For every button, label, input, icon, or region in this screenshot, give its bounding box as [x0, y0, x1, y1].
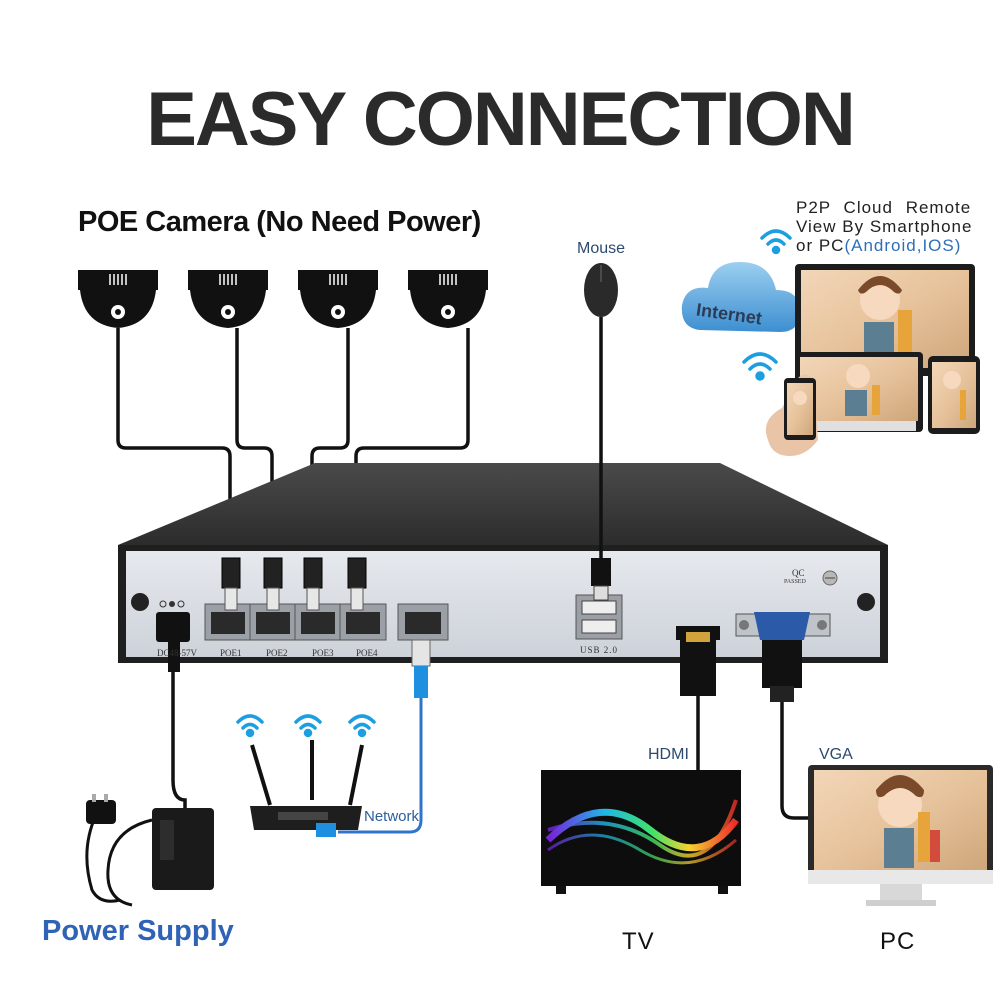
poe1-label: POE1 [220, 648, 242, 658]
wifi-icon [742, 352, 778, 381]
usb-label: USB 2.0 [580, 645, 619, 655]
wifi-icon [760, 229, 792, 255]
mouse-label: Mouse [577, 240, 626, 257]
mouse-icon [584, 263, 618, 317]
camera-3-cable [310, 328, 350, 560]
dc-port-label: DC48-57V [157, 648, 197, 658]
camera-cables [116, 328, 470, 560]
hdmi-label: HDMI [648, 746, 689, 763]
qc-label: QC [792, 568, 805, 578]
screw-right [857, 593, 875, 611]
p2p-line-3: or PC(Android,IOS) [796, 236, 972, 255]
power-supply-adapter [85, 632, 214, 907]
phone-screen [787, 383, 813, 435]
vga-cable [762, 640, 810, 820]
camera-2-cable [235, 328, 274, 560]
poe-camera-3 [298, 270, 378, 328]
rj45-plugs [221, 557, 367, 611]
internet-cloud [681, 262, 800, 332]
poe2-label: POE2 [266, 648, 288, 658]
pc-monitor [808, 765, 993, 906]
tv-display [541, 770, 741, 894]
p2p-line-3-prefix: or PC [796, 236, 845, 255]
dc-power-port [156, 612, 190, 642]
power-cable [171, 640, 187, 812]
uk-plug [86, 800, 116, 824]
screw-left [131, 593, 149, 611]
mouse-device [584, 263, 618, 601]
poe3-label: POE3 [312, 648, 334, 658]
tv-screen [541, 770, 741, 886]
vga-label: VGA [819, 746, 853, 763]
poe4-label: POE4 [356, 648, 378, 658]
network-cable [338, 639, 431, 834]
wifi-router [250, 740, 364, 837]
poe-camera-heading: POE Camera (No Need Power) [78, 206, 481, 238]
p2p-cloud-text: P2P Cloud Remote View By Smartphone or P… [796, 198, 972, 255]
wifi-icon [294, 714, 322, 738]
wifi-icon [348, 714, 376, 738]
poe-camera-4 [408, 270, 488, 328]
wifi-icon [236, 714, 264, 738]
usb-plug [591, 558, 611, 586]
p2p-line-1: P2P Cloud Remote [796, 198, 972, 217]
camera-4-cable [354, 328, 470, 560]
tv-label: TV [622, 928, 655, 955]
p2p-line-3-platforms: (Android,IOS) [844, 236, 962, 255]
page-title: EASY CONNECTION [146, 77, 856, 162]
camera-1-cable [116, 328, 232, 560]
pc-label: PC [880, 928, 916, 955]
remote-devices [765, 264, 980, 456]
poe-camera-2 [188, 270, 268, 328]
hdmi-cable [680, 632, 716, 770]
nvr-top [118, 463, 888, 545]
p2p-line-2: View By Smartphone [796, 217, 973, 236]
network-label: Network [364, 808, 420, 825]
poe-camera-1 [78, 270, 158, 328]
passed-label: PASSED [784, 579, 806, 585]
router-lan-plug [316, 823, 336, 837]
power-supply-label: Power Supply [42, 915, 234, 947]
